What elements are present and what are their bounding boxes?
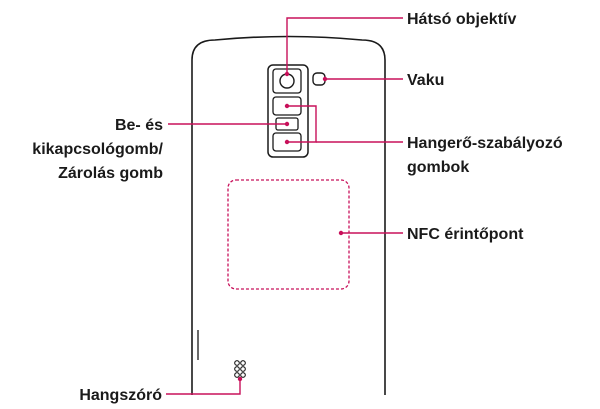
speaker-grille-icon — [234, 360, 246, 378]
volume-leader-bracket — [287, 105, 317, 143]
nfc-label: NFC érintőpont — [407, 226, 524, 243]
rear-key-module — [267, 64, 309, 158]
speaker-leader — [166, 379, 241, 395]
power-lock-label-line3: Zárolás gomb — [58, 165, 163, 182]
power-lock-label-line2: kikapcsológomb/ — [32, 141, 163, 158]
rear-camera-dot — [284, 71, 290, 77]
volume-label-line1: Hangerő-szabályozó — [407, 135, 563, 152]
power-lock-dot — [284, 121, 290, 127]
phone-body-outline — [191, 35, 386, 395]
rear-camera-label: Hátsó objektív — [407, 11, 516, 28]
volume-down-dot — [284, 139, 290, 145]
speaker-label: Hangszóró — [79, 387, 162, 404]
volume-label-line2: gombok — [407, 159, 469, 176]
nfc-dot — [338, 230, 344, 236]
power-lock-label-line1: Be- és — [115, 117, 163, 134]
volume-up-dot — [284, 103, 290, 109]
rear-camera-leader — [286, 17, 403, 74]
speaker-dot — [237, 376, 243, 382]
flash-dot — [322, 76, 328, 82]
nfc-area — [227, 179, 350, 290]
flash-label: Vaku — [407, 72, 444, 89]
